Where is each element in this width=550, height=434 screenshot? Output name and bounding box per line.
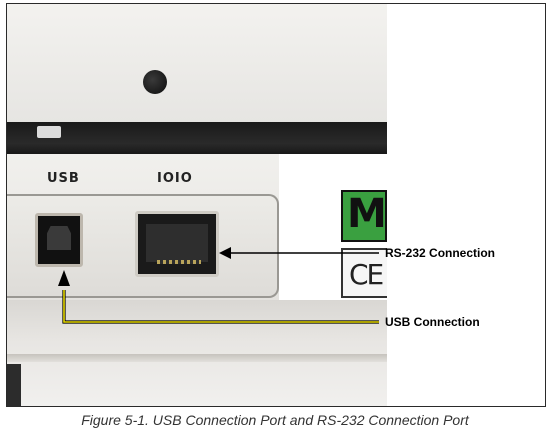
rs232-port-socket xyxy=(146,224,208,262)
usb-panel-label: USB xyxy=(47,171,80,186)
serial-panel-label: IOIO xyxy=(157,171,193,186)
usb-callout-outline xyxy=(62,290,379,324)
brand-badge: M xyxy=(341,190,387,242)
device-housing-bottom xyxy=(7,300,387,406)
usb-port-socket xyxy=(47,226,71,250)
rs232-contacts xyxy=(157,260,201,264)
rs232-callout-label: RS-232 Connection xyxy=(385,246,496,260)
housing-slot xyxy=(7,122,387,158)
cable xyxy=(7,364,21,406)
brand-badge-letter: M xyxy=(347,191,387,237)
screw-hole xyxy=(143,70,167,94)
callout-lines xyxy=(58,247,379,324)
usb-callout-line xyxy=(63,290,379,323)
device-housing-top xyxy=(7,4,387,124)
device-photo: USB IOIO M CE xyxy=(7,4,387,406)
figure-frame: USB IOIO M CE RS-232 Connection USB Conn… xyxy=(6,3,546,407)
housing-ridge xyxy=(7,354,387,362)
rs232-port xyxy=(135,211,219,277)
slot-tab xyxy=(37,126,61,138)
usb-port xyxy=(35,213,83,267)
ce-mark-box: CE xyxy=(341,248,387,298)
ce-mark: CE xyxy=(349,258,384,291)
usb-arrowhead xyxy=(58,270,70,286)
usb-callout-label: USB Connection xyxy=(385,315,480,329)
rs232-arrowhead xyxy=(219,247,231,259)
figure-caption: Figure 5-1. USB Connection Port and RS-2… xyxy=(81,412,469,428)
